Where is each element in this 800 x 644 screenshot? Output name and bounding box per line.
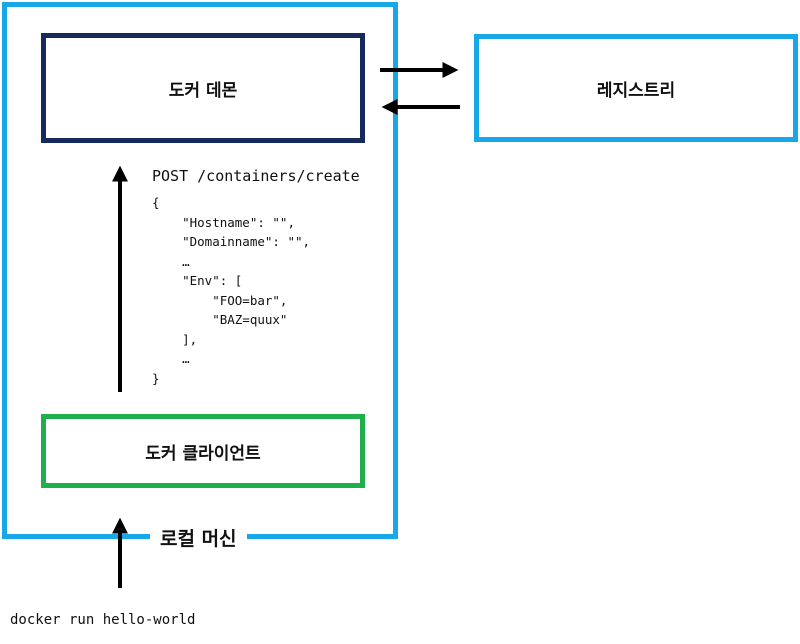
registry-label: 레지스트리 [596, 80, 676, 101]
docker-daemon-box: 도커 데몬 [41, 33, 365, 143]
docker-client-label: 도커 클라이언트 [145, 443, 261, 464]
api-request-body: { "Hostname": "", "Domainname": "", … "E… [152, 195, 311, 386]
local-machine-label: 로컬 머신 [150, 526, 247, 552]
registry-box: 레지스트리 [474, 34, 798, 142]
api-endpoint: POST /containers/create [152, 167, 360, 185]
docker-client-box: 도커 클라이언트 [41, 414, 365, 488]
docker-daemon-label: 도커 데몬 [168, 80, 238, 101]
api-request-block: POST /containers/create { "Hostname": "",… [152, 165, 360, 388]
command-text: docker run hello-world [10, 612, 196, 628]
